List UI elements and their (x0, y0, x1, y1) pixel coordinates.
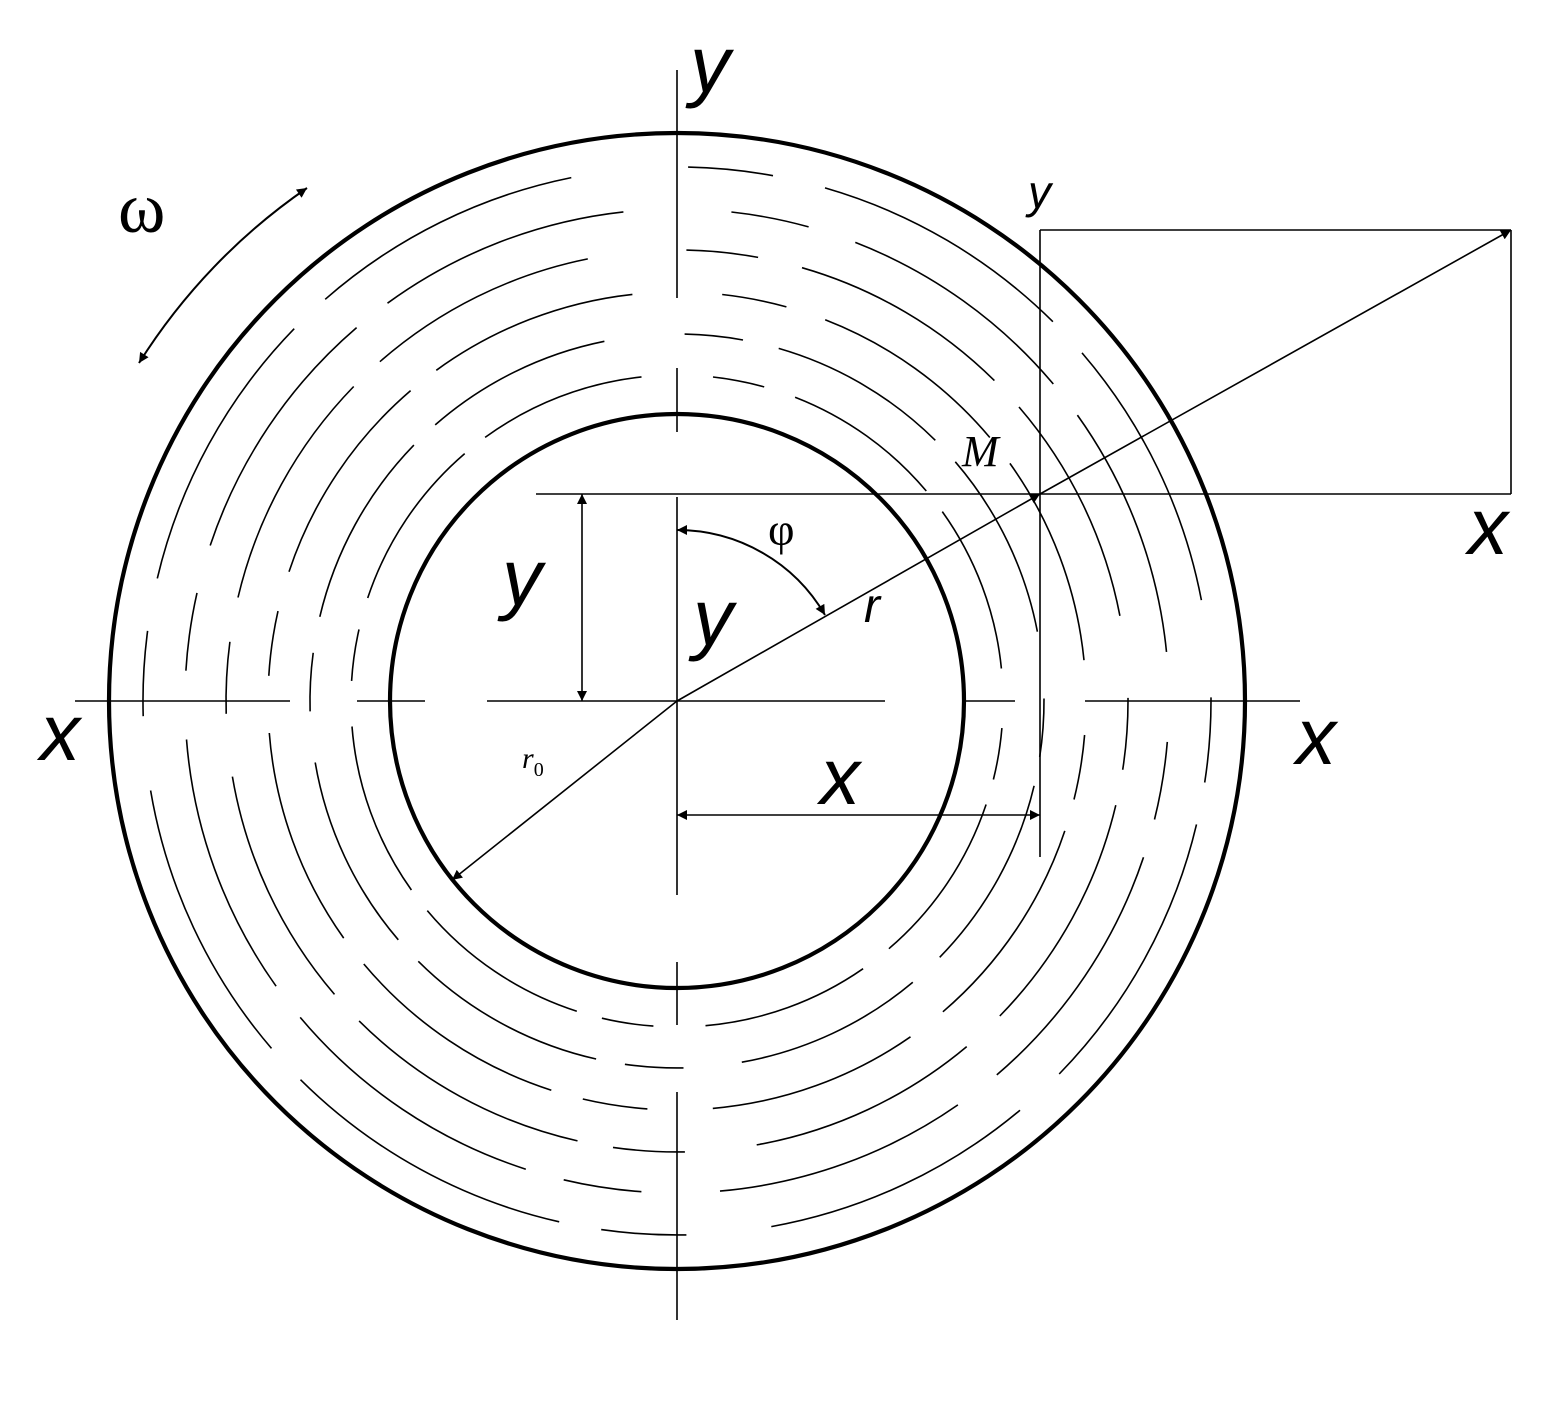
label-point-m: M (961, 427, 1001, 476)
layer-ring-arc (612, 1146, 685, 1153)
layer-ring-arc (954, 461, 1039, 632)
layer-ring-arc (1073, 734, 1086, 800)
label-y-dimension: y (497, 533, 547, 622)
layer-ring-arc (731, 211, 809, 228)
label-x-axis-right: x (1292, 692, 1339, 781)
label-y-axis-bottom: y (688, 573, 738, 662)
layer-ring-arc (435, 293, 633, 371)
resultant-vector (1039, 229, 1512, 495)
layer-ring-arc (1058, 824, 1198, 1075)
layer-ring-arc (939, 785, 1035, 958)
label-r0-base: r (522, 742, 534, 775)
layer-ring-arc (705, 968, 864, 1027)
layer-ring-arc (712, 1036, 911, 1110)
layer-ring-arc (999, 805, 1117, 1017)
concentric-layer-rings (142, 166, 1212, 1236)
layer-ring-arc (801, 266, 995, 382)
layer-ring-arc (387, 211, 624, 304)
label-x-axis-left: x (36, 688, 83, 777)
layer-ring-arc (363, 963, 552, 1091)
label-local-y: y (1025, 166, 1054, 218)
layer-ring-arc (324, 176, 572, 300)
layer-ring-arc (771, 1109, 1021, 1228)
layer-ring-arc (855, 241, 1054, 385)
layer-ring-arc (142, 630, 149, 717)
layer-ring-arc (225, 641, 231, 714)
layer-ring-arc (794, 396, 927, 492)
layer-ring-arc (1203, 697, 1212, 783)
layer-ring-arc (185, 592, 198, 671)
layer-ring-arc (268, 732, 345, 939)
layer-ring-arc (1018, 406, 1121, 616)
layer-ring-arc (941, 511, 1003, 669)
layer-ring-arc (688, 166, 774, 177)
layer-ring-arc (942, 830, 1066, 1013)
layer-ring-arc (1121, 697, 1129, 770)
layer-ring-arc (601, 1228, 687, 1236)
layer-ring-arc (582, 1098, 648, 1110)
layer-ring-arc (484, 376, 642, 439)
layer-ring-arc (1076, 414, 1168, 652)
layer-ring-arc (288, 389, 412, 572)
layer-ring-arc (299, 1016, 527, 1170)
layer-ring-arc (563, 1179, 642, 1193)
layer-ring-arc (434, 340, 605, 426)
layer-ring-arc (992, 728, 1003, 780)
layer-ring-arc (686, 249, 759, 259)
layer-ring-arc (268, 610, 279, 676)
layer-ring-arc (309, 652, 314, 712)
position-vector-r (676, 493, 1041, 702)
layer-ring-arc (722, 293, 787, 308)
local-frame-lines (536, 229, 1512, 857)
label-phi: φ (768, 504, 795, 555)
layer-ring-arc (366, 452, 466, 599)
layer-ring-arc (319, 444, 415, 617)
layer-ring-arc (1153, 741, 1169, 820)
layer-ring-arc (237, 385, 355, 598)
layer-ring-arc (684, 333, 744, 341)
layer-ring-arc (231, 776, 336, 995)
layer-ring-arc (824, 319, 991, 439)
layer-ring-arc (426, 910, 578, 1012)
layer-ring-arc (185, 739, 277, 987)
layer-ring-arc (358, 1020, 578, 1142)
layer-ring-arc (778, 347, 936, 441)
inner-radius-r0 (451, 700, 678, 881)
label-r0-subscript: 0 (534, 759, 544, 781)
layer-ring-arc (756, 1045, 968, 1146)
layer-ring-arc (350, 629, 360, 681)
label-x-dimension: x (816, 732, 863, 821)
layer-ring-arc (719, 1104, 959, 1192)
layer-ring-arc (156, 328, 295, 579)
label-r: r (864, 580, 882, 633)
layer-ring-arc (379, 258, 588, 363)
layer-ring-arc (209, 326, 358, 546)
angle-phi-arc (676, 524, 826, 616)
layer-ring-arc (351, 726, 413, 891)
label-r0: r0 (522, 742, 544, 781)
layer-ring-arc (888, 804, 987, 950)
layer-ring-arc (314, 762, 399, 941)
label-omega: ω (118, 168, 165, 248)
layer-ring-arc (601, 1017, 654, 1027)
layer-ring-arc (1081, 352, 1203, 601)
layer-ring-arc (996, 857, 1145, 1076)
label-local-x: x (1464, 482, 1511, 571)
label-y-axis-top: y (685, 20, 735, 109)
layer-ring-arc (299, 1079, 560, 1223)
layer-ring-arc (741, 981, 914, 1063)
layer-ring-arc (824, 187, 1054, 323)
layer-ring-arc (712, 376, 765, 388)
rotation-direction-arc (138, 187, 308, 364)
layer-ring-arc (624, 1063, 684, 1069)
layer-ring-arc (417, 960, 597, 1060)
layer-ring-arc (1009, 462, 1085, 661)
layer-ring-arc (149, 790, 273, 1049)
